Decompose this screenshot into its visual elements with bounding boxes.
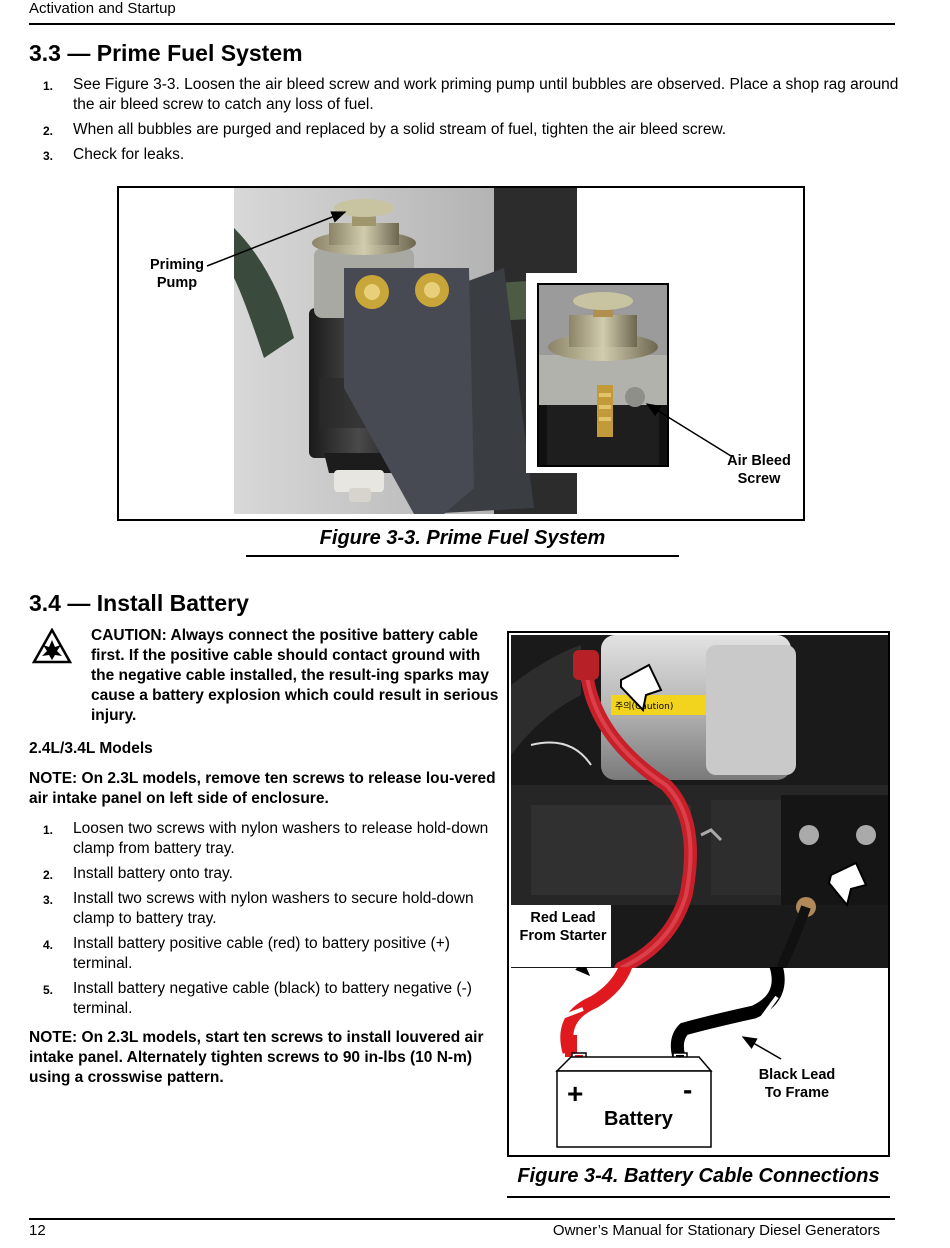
page-number: 12 bbox=[29, 1222, 46, 1239]
black-lead-leader bbox=[741, 1036, 782, 1060]
battery-label: Battery bbox=[604, 1108, 674, 1130]
red-cable bbox=[560, 967, 633, 1054]
manual-title: Owner’s Manual for Stationary Diesel Gen… bbox=[552, 1222, 880, 1239]
list-item: 2.Install battery onto tray. bbox=[43, 865, 233, 882]
red-lead-leader bbox=[575, 967, 591, 977]
caption-rule bbox=[507, 1196, 890, 1198]
callout-air-bleed-screw: Air Bleed Screw bbox=[727, 453, 791, 487]
battery-plus-sign: + bbox=[567, 1078, 583, 1109]
red-lead-label-bg bbox=[511, 905, 611, 967]
note-remove-panel: NOTE: On 2.3L models, remove ten screws … bbox=[29, 770, 496, 807]
battery-body bbox=[556, 1070, 712, 1148]
figure-battery-cable-connections: 주의(Caution) Red Lead From Starter + - bbox=[507, 631, 890, 1157]
caution-statement: CAUTION: Always connect the positive bat… bbox=[91, 627, 499, 724]
list-item: 3.Check for leaks. bbox=[43, 146, 185, 163]
list-item: 2.When all bubbles are purged and replac… bbox=[43, 121, 727, 138]
prime-steps-list: 1.See Figure 3-3. Loosen the air bleed s… bbox=[29, 75, 899, 170]
list-item: 3.Install two screws with nylon washers … bbox=[43, 890, 474, 927]
list-item: 1.See Figure 3-3. Loosen the air bleed s… bbox=[43, 76, 899, 113]
running-header: Activation and Startup bbox=[29, 0, 176, 17]
callout-black-lead: Black Lead To Frame bbox=[758, 1067, 836, 1101]
caption-rule bbox=[246, 555, 679, 557]
list-item: 4.Install battery positive cable (red) t… bbox=[43, 935, 450, 972]
header-divider bbox=[29, 23, 895, 25]
air-bleed-inset-photo bbox=[537, 283, 669, 467]
list-item: 1.Loosen two screws with nylon washers t… bbox=[43, 820, 489, 857]
battery-diagram: + - Battery bbox=[555, 967, 785, 1148]
note-install-panel: NOTE: On 2.3L models, start ten screws t… bbox=[29, 1029, 484, 1086]
models-subheading: 2.4L/3.4L Models bbox=[29, 740, 153, 757]
callout-red-lead: Red Lead From Starter bbox=[519, 910, 607, 944]
section-heading-install-battery: 3.4 — Install Battery bbox=[29, 590, 249, 616]
callout-priming-pump: Priming Pump bbox=[150, 257, 204, 291]
engine-starter-photo: 주의(Caution) bbox=[511, 635, 888, 968]
explosion-warning-icon bbox=[32, 628, 72, 664]
section-heading-prime-fuel: 3.3 — Prime Fuel System bbox=[29, 40, 303, 66]
battery-minus-sign: - bbox=[683, 1074, 692, 1105]
list-item: 5.Install battery negative cable (black)… bbox=[43, 980, 472, 1017]
figure-prime-fuel-system: Priming Pump Air Bleed Screw bbox=[117, 186, 805, 521]
footer-divider bbox=[29, 1218, 895, 1220]
battery-steps-list: 1.Loosen two screws with nylon washers t… bbox=[29, 819, 499, 1024]
black-cable bbox=[670, 967, 785, 1059]
figure-caption-3-4: Figure 3-4. Battery Cable Connections bbox=[517, 1165, 880, 1187]
figure-caption-3-3: Figure 3-3. Prime Fuel System bbox=[319, 527, 606, 549]
